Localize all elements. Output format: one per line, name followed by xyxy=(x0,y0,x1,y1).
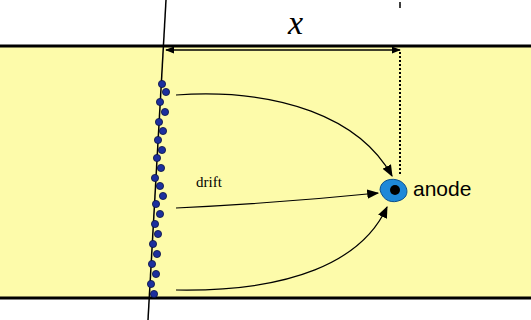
chamber-wall xyxy=(0,45,531,48)
tick xyxy=(399,2,401,8)
anode-label: anode xyxy=(413,177,471,200)
drift-label: drift xyxy=(196,174,222,191)
dimension-leader xyxy=(399,52,401,176)
dimension-arrow xyxy=(166,49,400,51)
chamber-wall xyxy=(0,297,531,300)
ionization-electrons xyxy=(147,80,169,297)
electron-cloud xyxy=(380,179,407,201)
drift-path xyxy=(176,94,392,176)
dimension-label: x xyxy=(288,4,303,41)
particle-track xyxy=(148,0,166,320)
gas-volume xyxy=(0,46,531,298)
drift-path xyxy=(176,207,387,290)
drift-path xyxy=(176,193,378,208)
anode-wire xyxy=(390,185,400,195)
